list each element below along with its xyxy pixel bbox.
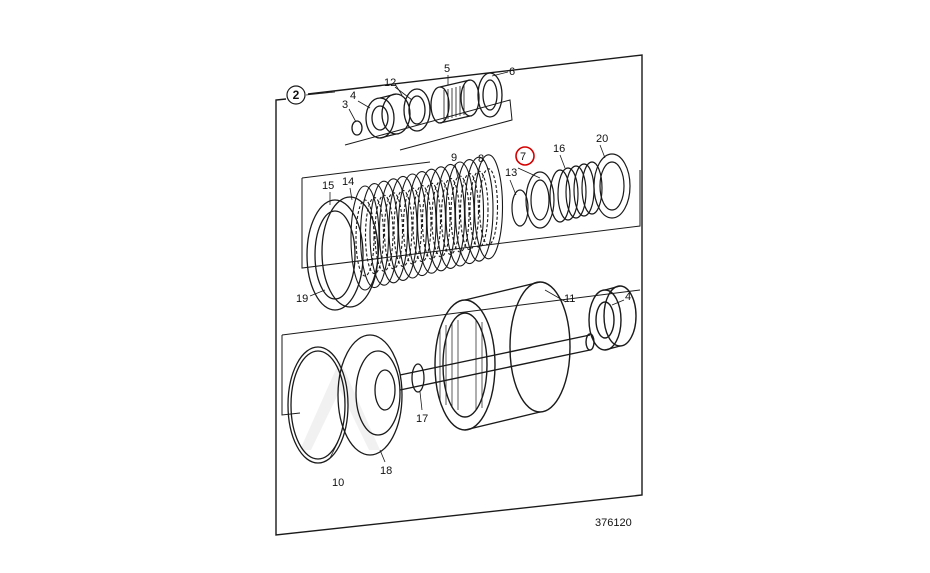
pressure-plate — [306, 196, 379, 311]
callout-12[interactable]: 12 — [384, 77, 396, 89]
clutch-disc-teeth — [431, 180, 451, 258]
clutch-disc — [407, 171, 437, 277]
callout-15[interactable]: 15 — [322, 180, 334, 192]
drawing-number: 376120 — [595, 517, 632, 529]
clutch-disc-teeth — [478, 168, 499, 246]
leader-lines — [305, 71, 625, 463]
clutch-disc — [445, 161, 475, 267]
callout-9[interactable]: 9 — [451, 152, 457, 164]
clutch-disc — [359, 183, 390, 289]
callout-7[interactable]: 7 — [520, 151, 526, 163]
callout-10[interactable]: 10 — [332, 477, 344, 489]
piston-spring-group — [511, 153, 631, 229]
frame — [275, 54, 643, 536]
clutch-disc-teeth — [355, 199, 375, 277]
clutch-disc-teeth — [374, 194, 394, 272]
callout-20[interactable]: 20 — [596, 133, 608, 145]
callout-4-top[interactable]: 4 — [350, 90, 356, 102]
callout-labels: 3 4 12 5 6 7 8 9 13 14 15 16 20 19 11 4 … — [296, 63, 631, 489]
clutch-disc — [350, 185, 380, 291]
group-number: 2 — [293, 88, 300, 102]
callout-11[interactable]: 11 — [564, 293, 575, 305]
clutch-disc-teeth — [412, 185, 432, 263]
clutch-drum — [399, 281, 637, 431]
clutch-disc-teeth — [450, 175, 470, 253]
clutch-disc-teeth — [421, 182, 442, 260]
clutch-disc — [369, 180, 399, 286]
clutch-disc-teeth — [459, 173, 480, 251]
clutch-disc-teeth — [402, 187, 423, 265]
clutch-disc — [435, 163, 466, 269]
callout-8[interactable]: 8 — [478, 153, 484, 165]
callout-3[interactable]: 3 — [342, 99, 348, 111]
callout-17[interactable]: 17 — [416, 413, 428, 425]
clutch-disc — [397, 173, 428, 279]
clutch-disc — [473, 154, 504, 260]
clutch-disc — [388, 175, 418, 281]
callout-18[interactable]: 18 — [380, 465, 392, 477]
clutch-disc — [426, 166, 456, 272]
clutch-disc — [416, 168, 447, 274]
pump-assembly — [287, 334, 425, 464]
callout-16[interactable]: 16 — [553, 143, 565, 155]
callout-14[interactable]: 14 — [342, 176, 354, 188]
clutch-disc-teeth — [393, 189, 413, 267]
highlight-circle — [515, 146, 535, 166]
clutch-disc-teeth — [440, 177, 461, 255]
clutch-disc-pack — [350, 154, 504, 291]
group-number-badge: 2 — [286, 85, 306, 105]
clutch-disc — [378, 178, 409, 284]
clutch-disc-teeth — [383, 192, 404, 270]
clutch-disc — [454, 159, 485, 265]
callout-6[interactable]: 6 — [509, 66, 515, 78]
group-boxes — [281, 99, 641, 416]
callout-13[interactable]: 13 — [505, 167, 517, 179]
top-assembly — [351, 72, 503, 139]
clutch-disc-teeth — [469, 170, 489, 248]
watermark-logo — [300, 360, 380, 452]
callout-4-right[interactable]: 4 — [625, 291, 631, 303]
clutch-disc-teeth — [364, 197, 385, 275]
clutch-disc — [464, 156, 494, 262]
callout-19[interactable]: 19 — [296, 293, 308, 305]
callout-5[interactable]: 5 — [444, 63, 450, 75]
